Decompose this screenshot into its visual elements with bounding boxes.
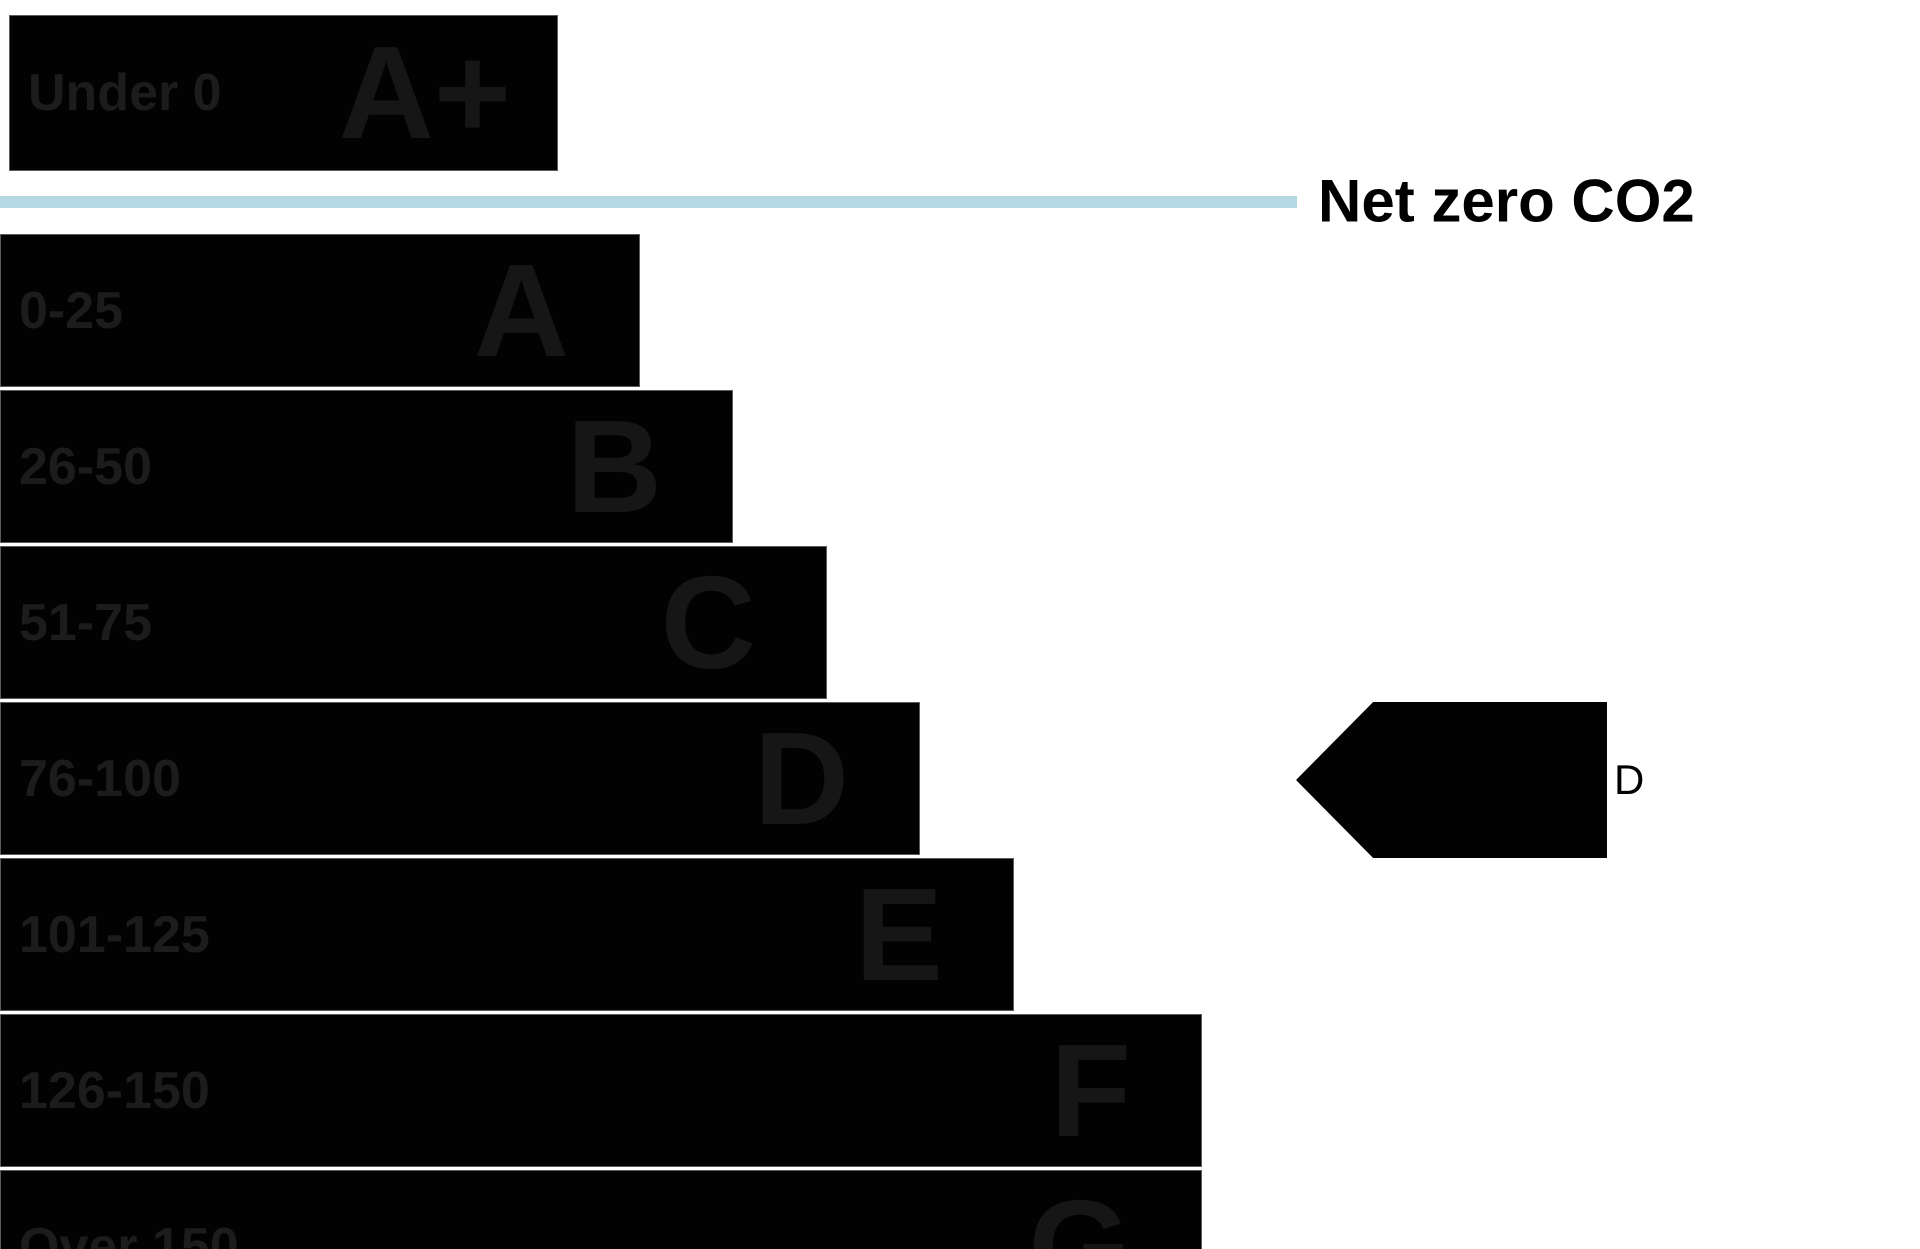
band-grade-letter: G	[1028, 1172, 1131, 1249]
rating-band-f: 126-150 F	[0, 1014, 1202, 1167]
band-grade-letter: D	[753, 704, 849, 852]
band-grade-letter: F	[1050, 1016, 1131, 1164]
band-range-label: Under 0	[28, 64, 222, 122]
rating-band-g: Over 150 G	[0, 1170, 1202, 1249]
rating-band-aplus: Under 0 A+	[9, 15, 558, 171]
net-zero-label: Net zero CO2	[1318, 167, 1695, 235]
band-grade-letter: A	[473, 236, 569, 384]
band-range-label: 51-75	[19, 593, 152, 652]
rating-band-e: 101-125 E	[0, 858, 1014, 1011]
rating-band-a: 0-25 A	[0, 234, 640, 387]
rating-band-d: 76-100 D	[0, 702, 920, 855]
rating-band-b: 26-50 B	[0, 390, 733, 543]
band-range-label: 26-50	[19, 437, 152, 496]
band-range-label: 126-150	[19, 1061, 210, 1120]
rating-band-c: 51-75 C	[0, 546, 827, 699]
band-range-label: 0-25	[19, 281, 124, 340]
net-zero-line	[0, 196, 1297, 208]
band-grade-letter: E	[854, 860, 943, 1008]
band-grade-letter: B	[566, 392, 662, 540]
band-range-label: 101-125	[19, 905, 210, 964]
current-rating-grade-label: D	[1614, 756, 1645, 803]
band-range-label: 76-100	[19, 749, 181, 808]
band-grade-letter: C	[660, 548, 756, 696]
current-rating-arrow	[1296, 702, 1607, 858]
band-grade-letter: A+	[338, 19, 511, 166]
band-range-label: Over 150	[19, 1217, 239, 1249]
